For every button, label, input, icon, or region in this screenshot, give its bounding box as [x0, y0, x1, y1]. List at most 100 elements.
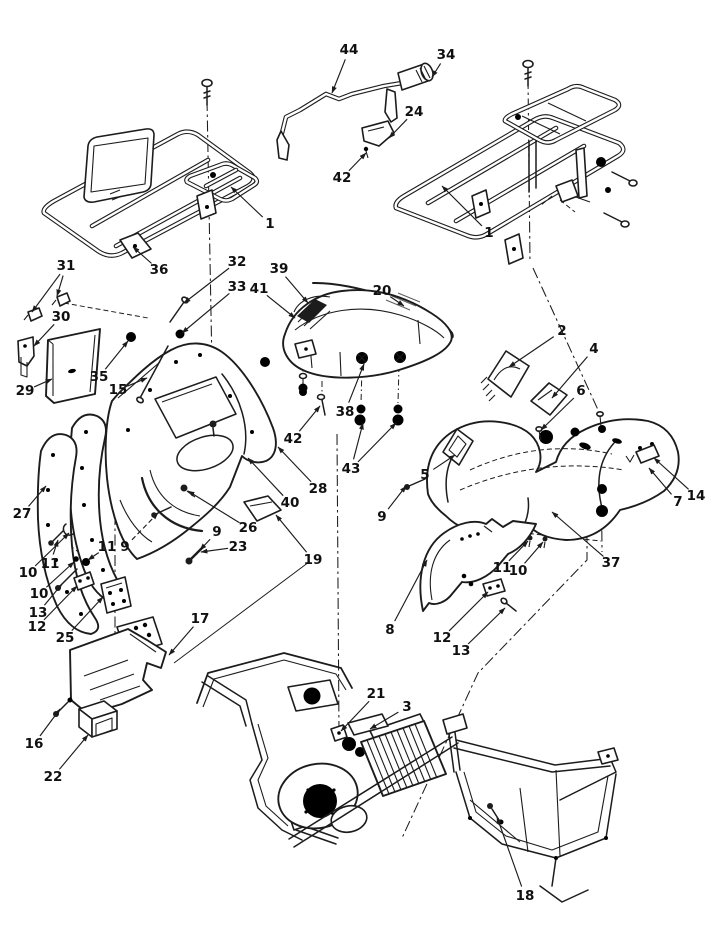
leader-line: [348, 152, 367, 172]
leader-line: [33, 323, 55, 347]
callout-12: 12: [433, 630, 452, 646]
callout-10: 10: [30, 586, 49, 602]
callout-39: 39: [270, 261, 289, 277]
strip-3: [347, 713, 389, 736]
leader-line: [357, 422, 397, 463]
front-rack: [41, 78, 260, 259]
leader-line: [247, 457, 284, 497]
leader-line: [127, 377, 148, 387]
callout-15: 15: [109, 382, 128, 398]
callout-37: 37: [602, 555, 621, 571]
leader-line: [331, 59, 346, 94]
leader-line: [43, 585, 78, 621]
leader-line: [131, 512, 159, 541]
leader-line: [43, 583, 63, 606]
callout-23: 23: [229, 539, 248, 555]
callout-44: 44: [340, 42, 359, 58]
callout-1: 1: [265, 216, 274, 232]
leader-line: [168, 626, 194, 656]
leader-line: [648, 467, 672, 495]
callout-11: 11: [98, 539, 117, 555]
leader-line: [352, 422, 364, 460]
leader-line: [275, 514, 308, 553]
callout-10: 10: [509, 563, 528, 579]
leader-line: [508, 540, 529, 562]
leader-line: [508, 336, 555, 368]
leader-line: [448, 591, 489, 632]
callout-10: 10: [19, 565, 38, 581]
callout-8: 8: [385, 622, 394, 638]
callout-11: 11: [493, 560, 512, 576]
callout-25: 25: [56, 630, 75, 646]
leader-line: [58, 734, 89, 770]
leader-line: [56, 275, 64, 297]
rear-fender: [404, 410, 680, 541]
mudflap-29: [45, 328, 101, 404]
leader-line: [33, 378, 53, 388]
leader-line: [200, 547, 229, 554]
callout-13: 13: [29, 605, 48, 621]
leader-line: [441, 185, 483, 227]
callout-20: 20: [373, 283, 392, 299]
leader-line: [467, 607, 506, 645]
callout-28: 28: [309, 481, 328, 497]
leader-line: [394, 559, 428, 622]
leader-line: [653, 457, 689, 490]
right-hardware: [527, 535, 548, 549]
callout-21: 21: [367, 686, 386, 702]
leader-line: [183, 267, 230, 304]
panel-2: [487, 350, 530, 398]
callout-11: 11: [41, 556, 60, 572]
callout-14: 14: [687, 488, 706, 504]
leader-line: [433, 454, 456, 470]
callout-17: 17: [191, 611, 210, 627]
leader-line: [388, 118, 408, 139]
leader-line: [524, 541, 544, 564]
callout-40: 40: [281, 495, 300, 511]
leader-line: [199, 538, 211, 551]
leader-line: [45, 561, 75, 588]
callout-1: 1: [484, 225, 493, 241]
leader-line: [28, 485, 47, 507]
callout-26: 26: [239, 520, 258, 536]
leader-line: [387, 485, 407, 510]
leader-line: [496, 816, 523, 887]
callout-29: 29: [16, 383, 35, 399]
callout-33: 33: [228, 279, 247, 295]
callout-2: 2: [557, 323, 566, 339]
seat: [282, 281, 454, 426]
leader-line: [285, 276, 309, 304]
callout-42: 42: [333, 170, 352, 186]
leader-line: [277, 446, 312, 483]
callout-24: 24: [405, 104, 424, 120]
leader-line: [551, 356, 588, 399]
bracket-24: [361, 120, 395, 147]
callout-42: 42: [284, 431, 303, 447]
callout-22: 22: [44, 769, 63, 785]
fender-tab-14: [635, 444, 660, 464]
callout-38: 38: [336, 404, 355, 420]
callout-36: 36: [150, 262, 169, 278]
callout-30: 30: [52, 309, 71, 325]
leader-line: [551, 511, 604, 557]
leader-line: [298, 405, 321, 432]
callout-18: 18: [516, 888, 535, 904]
callout-35: 35: [90, 369, 109, 385]
leader-line: [431, 63, 442, 78]
callout-31: 31: [57, 258, 76, 274]
callout-7: 7: [673, 494, 682, 510]
bracket-30: [17, 336, 35, 367]
leader-line: [71, 596, 104, 632]
callout-9: 9: [212, 524, 221, 540]
leader-line: [369, 711, 399, 730]
callout-27: 27: [13, 506, 32, 522]
rear-rack: [393, 59, 638, 265]
leader-line: [181, 292, 230, 334]
leader-line: [266, 294, 296, 319]
leader-line: [52, 539, 59, 555]
bracket-25: [100, 576, 132, 614]
leader-line: [87, 552, 100, 561]
leader-line: [348, 363, 365, 403]
